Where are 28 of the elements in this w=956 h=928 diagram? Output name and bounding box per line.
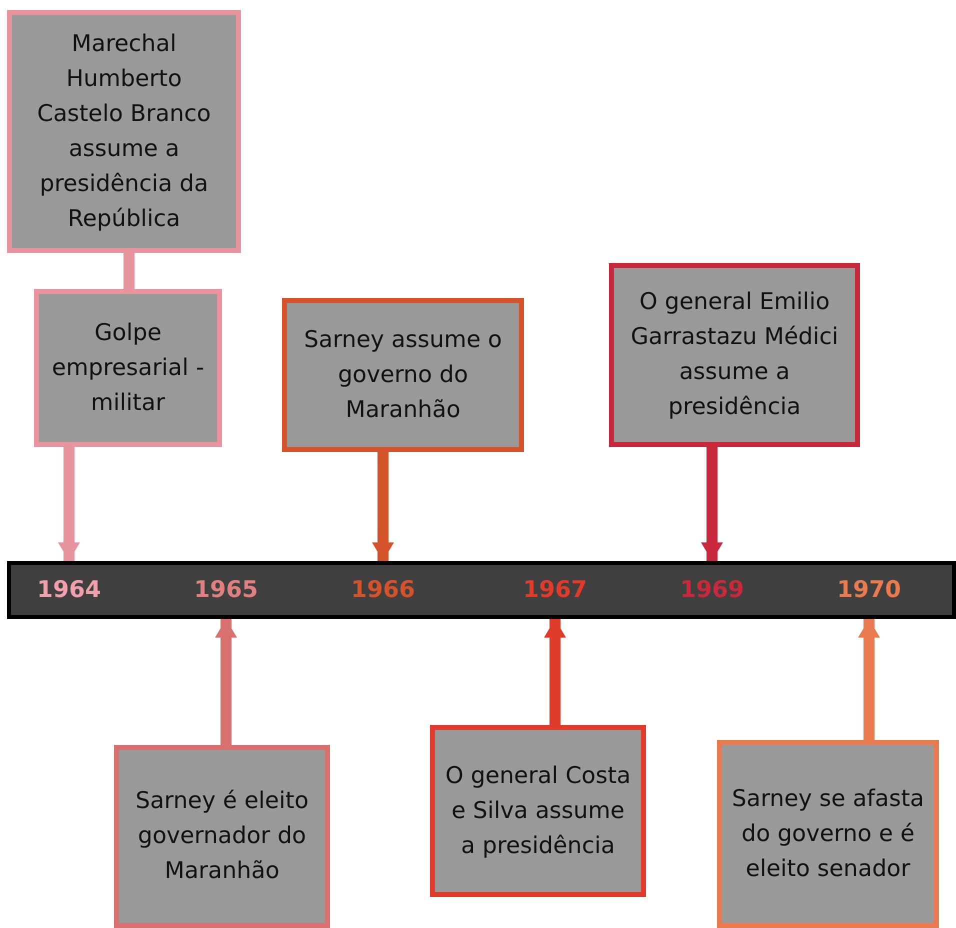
arrow [701,447,723,561]
year-label: 1965 [181,565,271,615]
event-box [34,289,222,447]
event-box [717,740,939,928]
arrow [58,447,80,561]
arrow [372,452,394,561]
arrow [544,619,566,725]
year-label: 1966 [338,565,428,615]
event-box [430,725,646,897]
timeline-bar [7,561,956,619]
event-box [282,298,524,452]
event-text: Marechal Humberto Castelo Branco assume a presidência da República [36,30,212,234]
event-box [7,10,241,253]
event-text: O general Emilio Garrastazu Médici assume a presidência [630,288,840,422]
arrow [215,619,237,745]
year-label: 1967 [510,565,600,615]
connector-line [124,253,134,289]
year-label: 1970 [824,565,914,615]
event-text: Sarney se afasta do governo e é eleito senador [730,784,926,884]
event-box [114,745,330,928]
event-text: O general Costa e Silva assume a presidência [444,762,632,860]
event-box [609,263,860,447]
event-text: Sarney assume o governo do Maranhão [303,326,503,424]
year-label: 1969 [667,565,757,615]
arrow [858,619,880,740]
event-text: Golpe empresarial -militar [50,318,206,418]
year-label: 1964 [24,565,114,615]
event-text: Sarney é eleito governador do Maranhão [134,787,310,886]
